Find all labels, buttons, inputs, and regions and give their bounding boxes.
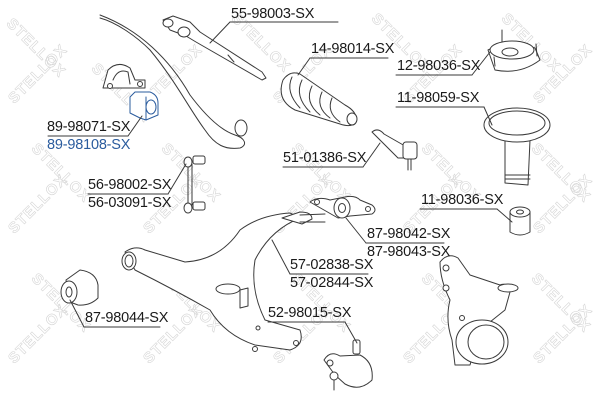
part-label: 11-98059-SX — [397, 90, 480, 106]
part-label: 89-98071-SX — [47, 119, 131, 135]
lower-control-arm — [121, 211, 326, 352]
part-label: 56-98002-SX — [88, 177, 172, 193]
part-label: 11-98036-SX — [421, 192, 504, 208]
tie-rod-end — [371, 129, 418, 171]
stabilizer-link — [183, 155, 206, 214]
rear-control-arm-bushing — [309, 195, 376, 219]
stabilizer-bushing-highlighted — [129, 91, 159, 121]
part-label: 56-03091-SX — [88, 195, 172, 211]
tie-rod — [162, 15, 267, 81]
part-label: 87-98043-SX — [367, 244, 451, 260]
front-control-arm-bushing — [60, 269, 99, 306]
steering-knuckle — [439, 255, 519, 366]
strut-mount — [487, 29, 541, 72]
dust-boot — [483, 107, 551, 186]
part-label: 52-98015-SX — [268, 305, 352, 321]
part-label: 12-98036-SX — [397, 58, 481, 74]
part-label: 87-98042-SX — [367, 226, 451, 242]
steering-boot — [280, 72, 358, 127]
part-label: 55-98003-SX — [231, 6, 315, 22]
part-label: 57-02844-SX — [290, 275, 374, 291]
stabilizer-bar — [99, 14, 248, 149]
leader-lines — [47, 21, 513, 344]
part-label: 57-02838-SX — [290, 257, 374, 273]
stabilizer-bracket — [102, 64, 146, 89]
part-label-highlighted: 89-98108-SX — [47, 137, 131, 153]
part-label: 51-01386-SX — [283, 150, 367, 166]
part-label: 87-98044-SX — [85, 310, 169, 326]
part-label: 14-98014-SX — [311, 41, 395, 57]
bump-stop — [509, 206, 531, 236]
ball-joint — [323, 339, 373, 391]
